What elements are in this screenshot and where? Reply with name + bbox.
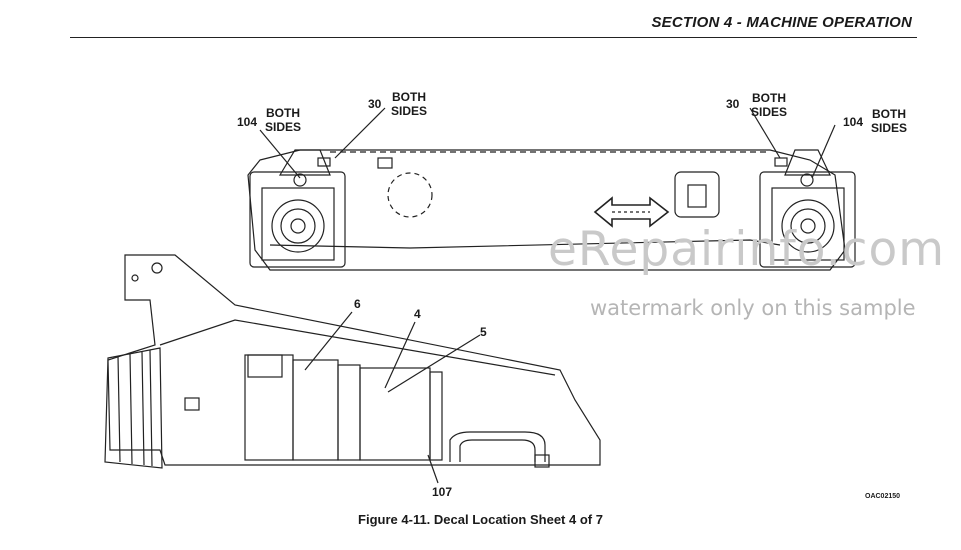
figure-caption: Figure 4-11. Decal Location Sheet 4 of 7 <box>358 512 603 527</box>
section-title: SECTION 4 - MACHINE OPERATION <box>651 14 912 31</box>
watermark-note: watermark only on this sample <box>590 296 916 320</box>
callout-30-left: 30 <box>368 97 382 111</box>
callout-104-left: 104 <box>237 115 258 129</box>
header-rule <box>70 37 917 38</box>
callout-6: 6 <box>354 297 361 311</box>
side-view-outline <box>107 254 601 466</box>
callout-104-right: 104 <box>843 115 864 129</box>
direction-arrow <box>593 196 670 228</box>
callout-30-right: 30 <box>726 97 740 111</box>
figure-code: OAC02150 <box>865 493 901 500</box>
callout-107: 107 <box>432 485 453 499</box>
callout-4: 4 <box>414 307 421 321</box>
top-view-outline <box>247 149 846 271</box>
callout-5: 5 <box>480 325 487 339</box>
watermark-site: eRepairinfo.com <box>548 222 946 277</box>
